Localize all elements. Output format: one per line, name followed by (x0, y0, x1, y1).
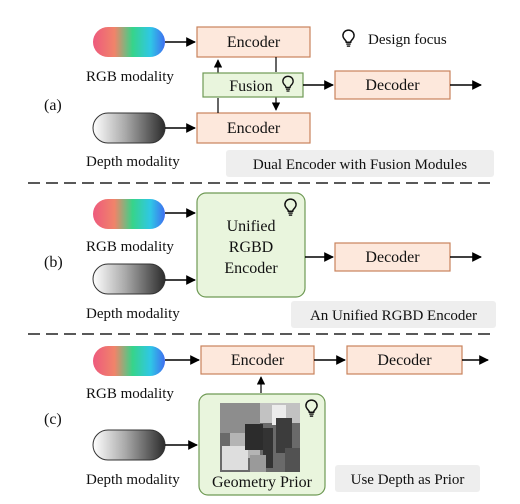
panel-c: (c) RGB modality Depth modality Encoder … (44, 345, 489, 496)
caption-a: Dual Encoder with Fusion Modules (226, 150, 494, 177)
encoder-bottom-label: Encoder (227, 120, 281, 137)
caption-b: An Unified RGBD Encoder (291, 301, 496, 328)
panel-a: (a) RGB modality Depth modality Encoder … (44, 26, 494, 177)
unified-line-3: Encoder (224, 260, 278, 277)
geometry-prior-module: Geometry Prior (198, 393, 326, 496)
design-focus-legend: Design focus (342, 29, 447, 48)
encoder-label: Encoder (231, 352, 285, 369)
rgb-modality-label: RGB modality (86, 239, 174, 255)
unified-rgbd-encoder: Unified RGBD Encoder (196, 192, 306, 298)
decoder-a: Decoder (334, 70, 451, 100)
rgb-input-pill (93, 346, 165, 376)
depth-map-thumbnail (220, 403, 300, 472)
depth-modality-label: Depth modality (86, 154, 180, 170)
decoder-label: Decoder (377, 352, 432, 369)
panel-tag: (a) (44, 97, 62, 114)
panel-b: (b) RGB modality Depth modality Unified … (44, 192, 496, 328)
rgb-input-pill (93, 27, 165, 57)
depth-input-pill (92, 112, 166, 144)
decoder-label: Decoder (365, 77, 420, 94)
design-focus-label: Design focus (368, 32, 447, 48)
encoder-c: Encoder (200, 345, 315, 375)
rgb-input-pill (93, 199, 165, 229)
unified-line-2: RGBD (229, 239, 273, 256)
decoder-b: Decoder (334, 242, 451, 272)
caption-label: Dual Encoder with Fusion Modules (253, 157, 467, 173)
caption-c: Use Depth as Prior (335, 465, 480, 492)
geometry-prior-label: Geometry Prior (212, 474, 313, 491)
rgb-modality-label: RGB modality (86, 69, 174, 85)
depth-input-pill (92, 429, 166, 461)
depth-modality-label: Depth modality (86, 472, 180, 488)
caption-label: Use Depth as Prior (351, 472, 465, 488)
caption-label: An Unified RGBD Encoder (310, 308, 477, 324)
depth-input-pill (92, 263, 166, 295)
decoder-label: Decoder (365, 249, 420, 266)
encoder-top-label: Encoder (227, 34, 281, 51)
fusion-label: Fusion (229, 78, 273, 95)
encoder-bottom: Encoder (196, 112, 311, 144)
fusion-module: Fusion (202, 72, 304, 98)
encoder-top: Encoder (196, 26, 311, 58)
decoder-c: Decoder (346, 345, 463, 375)
unified-line-1: Unified (227, 218, 276, 235)
rgb-modality-label: RGB modality (86, 386, 174, 402)
panel-tag: (b) (44, 254, 63, 271)
panel-tag: (c) (44, 411, 62, 428)
depth-modality-label: Depth modality (86, 306, 180, 322)
lightbulb-icon (342, 29, 355, 47)
